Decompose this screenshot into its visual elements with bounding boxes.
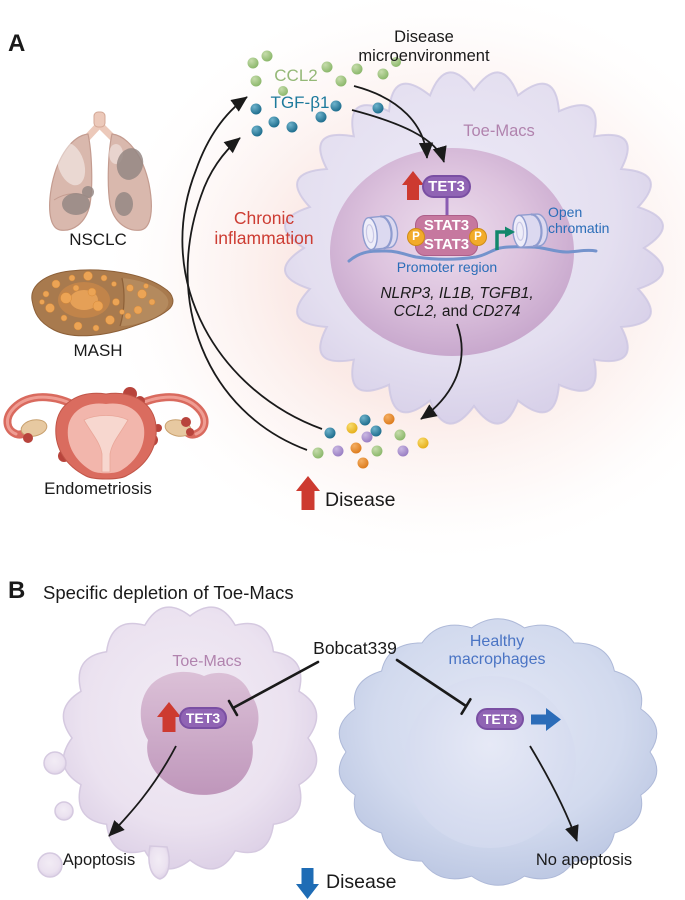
chronic-inflammation-label: Chronic inflammation <box>214 208 314 248</box>
disease-increase-label: Disease <box>325 489 396 511</box>
mash-label: MASH <box>73 341 123 360</box>
dna-strand <box>347 245 598 263</box>
tet3-badge: TET3 <box>476 708 524 730</box>
stat3-dimer: STAT3 STAT3 <box>415 215 478 256</box>
tet3-badge: TET3 <box>422 175 471 198</box>
up-arrow-icon <box>296 476 320 510</box>
tgfb1-dots <box>250 100 384 137</box>
transcription-arrow-icon <box>495 226 515 250</box>
healthy-macrophage-nucleus <box>404 676 576 848</box>
mash-liver-illustration <box>31 269 174 337</box>
secreted-factor-dots <box>312 413 429 469</box>
disease-microenvironment-label: Disease microenvironment <box>358 28 490 65</box>
phospho-badge: P <box>469 228 487 246</box>
bobcat339-label: Bobcat339 <box>313 638 397 658</box>
stat3-top-label: STAT3 <box>423 217 470 234</box>
target-genes-label: NLRP3, IL1B, TGFB1, CCL2, and CD274 <box>380 285 534 320</box>
nucleosome-icon <box>510 212 550 249</box>
tet3-badge: TET3 <box>179 707 227 729</box>
nucleosome-icon <box>360 213 401 252</box>
stat3-bottom-label: STAT3 <box>423 235 470 253</box>
endometriosis-uterus-illustration <box>3 387 209 480</box>
panel-a-label: A <box>8 30 26 57</box>
panel-b-title: Specific depletion of Toe-Macs <box>43 582 294 603</box>
ccl2-label: CCL2 <box>274 66 318 85</box>
promoter-region-label: Promoter region <box>396 259 498 275</box>
phospho-badge: P <box>407 228 425 246</box>
healthy-macrophages-label: Healthy macrophages <box>448 633 546 668</box>
nsclc-label: NSCLC <box>69 230 127 249</box>
down-arrow-icon <box>296 868 319 899</box>
ccl2-dots <box>247 50 401 96</box>
up-arrow-icon <box>157 702 181 732</box>
toe-macs-label-b: Toe-Macs <box>172 653 242 670</box>
open-chromatin-label: Open chromatin <box>548 204 610 236</box>
nsclc-lungs-illustration <box>49 111 152 231</box>
apoptosis-arrows <box>108 745 579 842</box>
toe-macs-label: Toe-Macs <box>463 122 535 140</box>
tgfb1-label: TGF-β1 <box>270 93 330 112</box>
apoptosis-label: Apoptosis <box>62 851 136 869</box>
right-arrow-icon <box>531 708 561 731</box>
disease-decrease-label: Disease <box>326 871 397 893</box>
up-arrow-icon <box>402 171 424 200</box>
panel-b-label: B <box>8 577 26 604</box>
bobcat339-inhibition-lines <box>227 658 472 717</box>
no-apoptosis-label: No apoptosis <box>535 851 633 869</box>
endometriosis-label: Endometriosis <box>44 479 152 498</box>
chronic-inflammation-cycle-arrows <box>181 85 463 451</box>
